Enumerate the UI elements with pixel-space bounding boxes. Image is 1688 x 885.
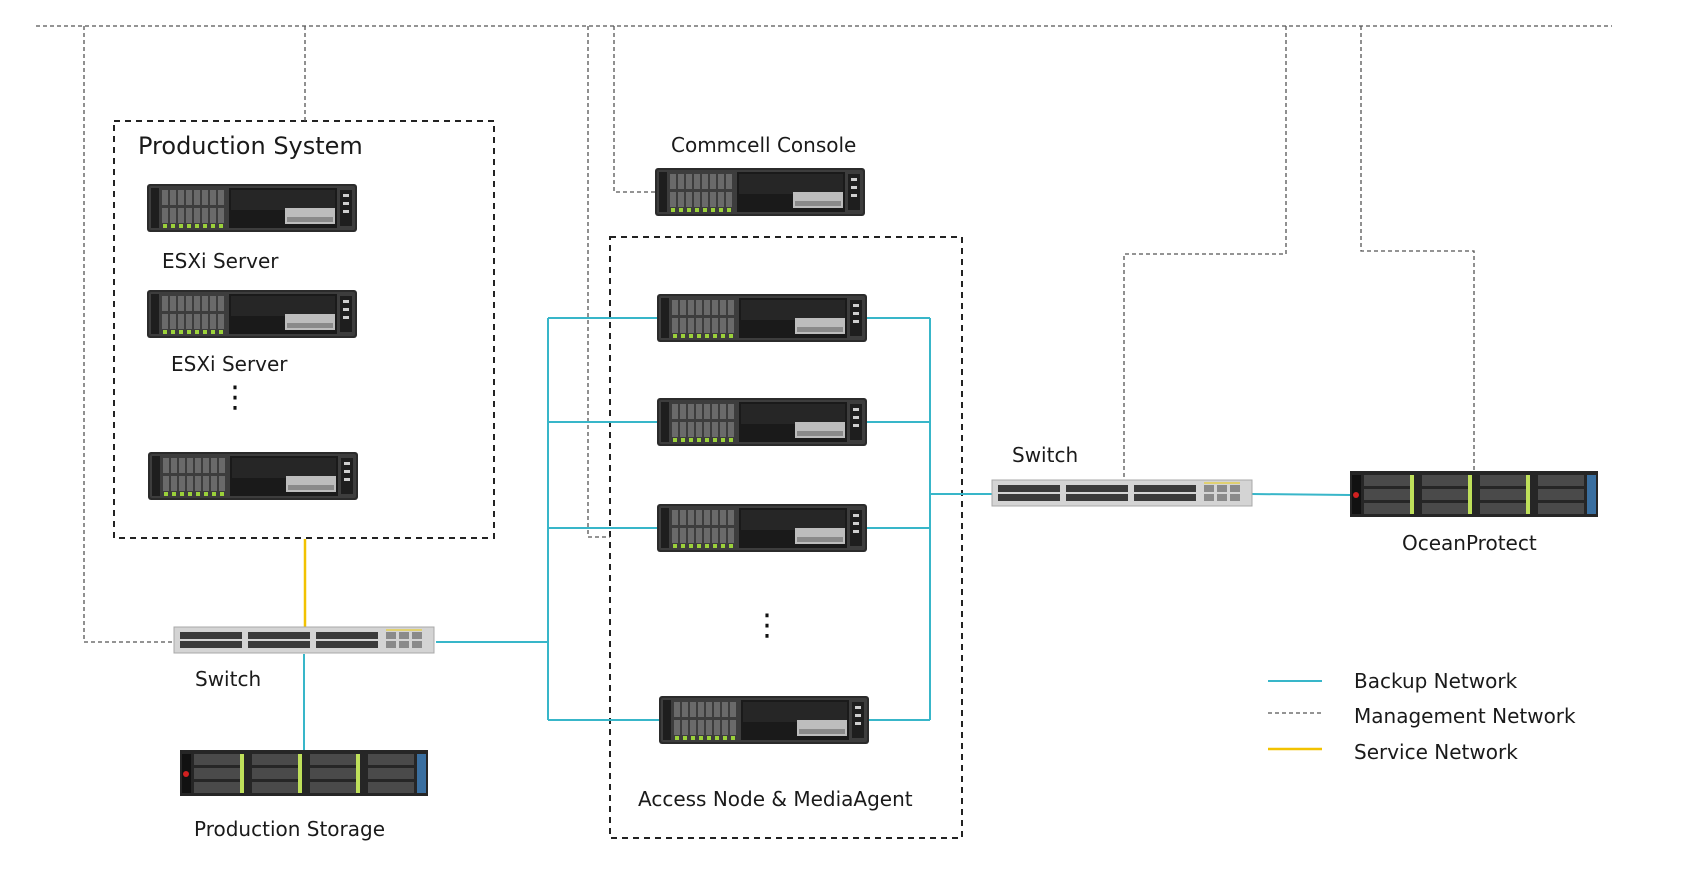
commcell-console-label: Commcell Console xyxy=(671,133,857,157)
commcell-console-server-icon xyxy=(655,168,865,216)
production-system-group xyxy=(113,120,495,539)
production-system-title: Production System xyxy=(138,132,363,160)
esxi-server-3-icon xyxy=(148,452,358,500)
production-storage-icon xyxy=(180,750,428,796)
switch-right-icon xyxy=(991,479,1253,507)
management-network-lines xyxy=(36,25,1612,643)
esxi-server-2-label: ESXi Server xyxy=(171,352,288,376)
backup-network-lines xyxy=(303,317,1351,753)
switch-left-label: Switch xyxy=(195,667,262,691)
esxi-server-1-icon xyxy=(147,184,357,232)
access-node-ellipsis: ⋮ xyxy=(752,608,782,643)
access-node-group xyxy=(609,236,963,839)
production-ellipsis: ⋮ xyxy=(220,380,250,415)
legend-management-label: Management Network xyxy=(1354,704,1576,728)
oceanprotect-storage-icon xyxy=(1350,471,1598,517)
oceanprotect-label: OceanProtect xyxy=(1402,531,1537,555)
esxi-server-2-icon xyxy=(147,290,357,338)
access-node-server-3-icon xyxy=(657,504,867,552)
legend-service-label: Service Network xyxy=(1354,740,1518,764)
access-node-server-2-icon xyxy=(657,398,867,446)
access-node-server-4-icon xyxy=(659,696,869,744)
switch-right-label: Switch xyxy=(1012,443,1079,467)
switch-left-icon xyxy=(173,626,435,654)
legend-backup-label: Backup Network xyxy=(1354,669,1518,693)
production-storage-label: Production Storage xyxy=(194,817,386,841)
access-node-title: Access Node & MediaAgent xyxy=(638,787,913,811)
esxi-server-1-label: ESXi Server xyxy=(162,249,279,273)
access-node-server-1-icon xyxy=(657,294,867,342)
